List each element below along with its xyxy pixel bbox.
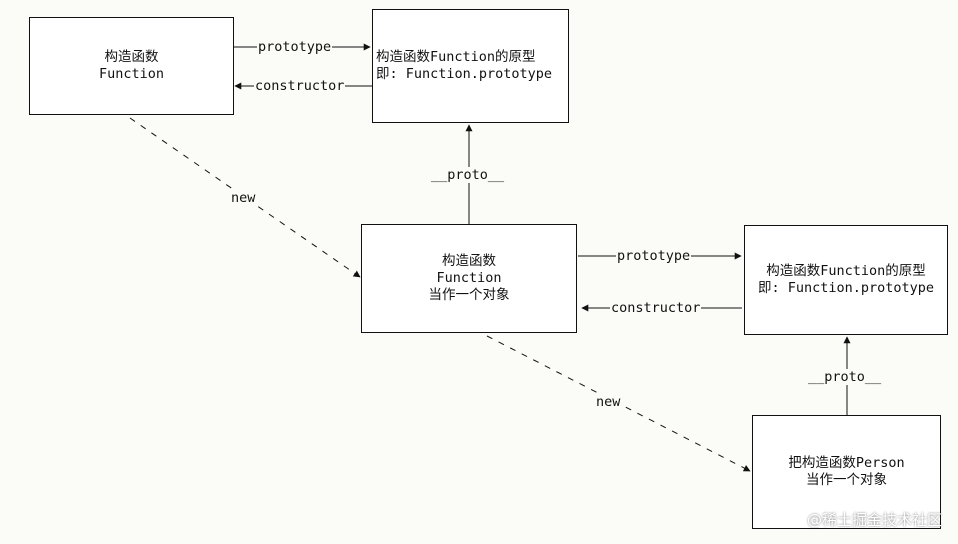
function-prototype-right-line2: 即: Function.prototype xyxy=(757,280,935,296)
new-label-bottom: new xyxy=(595,394,622,410)
constructor-label-top: constructor xyxy=(254,78,346,94)
person-as-object-line1: 把构造函数Person xyxy=(788,455,905,471)
function-prototype-box-right: 构造函数Function的原型 即: Function.prototype xyxy=(744,225,948,335)
function-prototype-right-line1: 构造函数Function的原型 xyxy=(766,263,926,279)
function-prototype-top-line1: 构造函数Function的原型 xyxy=(376,49,536,65)
function-as-object-line3: 当作一个对象 xyxy=(428,287,510,303)
person-as-object-box: 把构造函数Person 当作一个对象 xyxy=(752,415,941,529)
function-constructor-line1: 构造函数 xyxy=(104,49,159,65)
new-label-top: new xyxy=(230,190,257,206)
function-as-object-box: 构造函数 Function 当作一个对象 xyxy=(361,224,577,333)
function-constructor-line2: Function xyxy=(98,66,165,82)
watermark: @稀土掘金技术社区 xyxy=(806,511,942,529)
function-constructor-box: 构造函数 Function xyxy=(29,17,234,115)
proto-label-middle: __proto__ xyxy=(430,167,506,183)
prototype-label-top: prototype xyxy=(257,39,333,55)
function-as-object-line2: Function xyxy=(436,270,502,286)
function-prototype-box-top: 构造函数Function的原型 即: Function.prototype xyxy=(372,9,569,123)
function-prototype-top-line2: 即: Function.prototype xyxy=(376,66,553,82)
function-as-object-line1: 构造函数 xyxy=(442,253,496,269)
prototype-label-right: prototype xyxy=(616,248,692,264)
person-as-object-line2: 当作一个对象 xyxy=(806,472,887,488)
proto-label-bottom: __proto__ xyxy=(807,369,883,385)
constructor-label-right: constructor xyxy=(610,300,702,316)
